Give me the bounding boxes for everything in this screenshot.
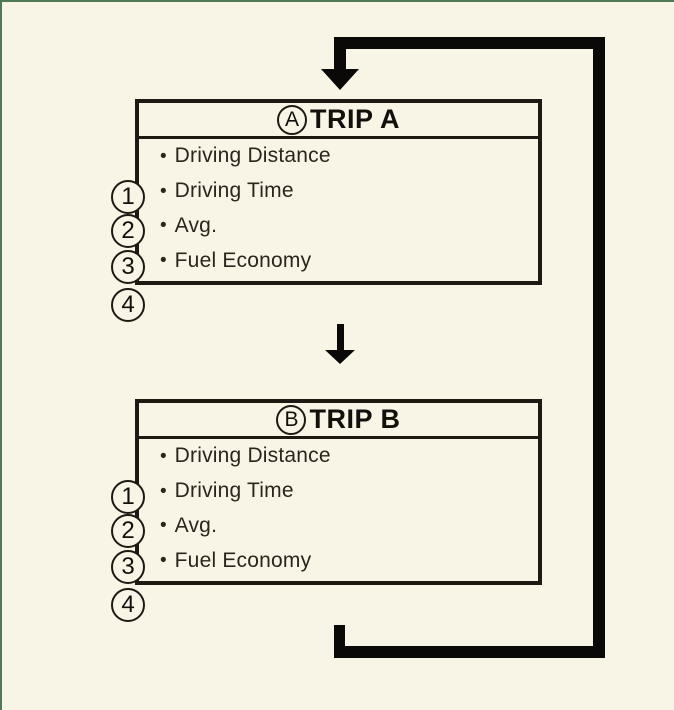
item-number-badge: 2 (111, 214, 145, 248)
list-item: • Fuel Economy (139, 243, 538, 278)
item-label: Fuel Economy (174, 248, 312, 272)
loop-arrow-top-segment (334, 37, 605, 49)
bullet-icon: • (160, 145, 167, 167)
bullet-icon: • (160, 445, 167, 467)
trip-b-title: TRIP B (309, 404, 401, 434)
list-item: • Driving Time (139, 474, 538, 509)
item-number-badge: 4 (111, 588, 145, 622)
bullet-icon: • (160, 480, 167, 502)
mid-down-arrowhead-icon (325, 350, 355, 364)
item-label: Driving Distance (174, 444, 331, 468)
loop-arrow-shaft (334, 37, 346, 70)
loop-arrow-right-segment (593, 37, 605, 657)
bullet-icon: • (160, 250, 167, 272)
loop-arrow-bottom-segment (334, 646, 605, 658)
list-item: • Avg. (139, 509, 538, 544)
item-label: Driving Time (174, 479, 294, 503)
circled-letter-badge: A (276, 104, 307, 135)
list-item: • Driving Time (139, 174, 538, 209)
trip-a-title: TRIP A (309, 104, 400, 134)
circled-letter-badge: B (276, 404, 307, 435)
item-number-badge: 4 (111, 288, 145, 322)
item-label: Fuel Economy (174, 548, 312, 572)
item-label: Avg. (174, 213, 218, 237)
item-number-badge: 3 (111, 550, 145, 584)
list-item: • Avg. (139, 209, 538, 244)
bullet-icon: • (160, 550, 167, 572)
loop-arrow-start-stub (334, 625, 345, 649)
item-number-badge: 2 (111, 514, 145, 548)
mid-arrow-shaft (337, 324, 344, 351)
down-arrowhead-icon (321, 69, 359, 90)
item-number-badge: 3 (111, 250, 145, 284)
trip-a-box: A TRIP A 1 2 3 4 • Driving Distance • Dr… (111, 99, 542, 322)
item-number-badge: 1 (111, 480, 145, 514)
bullet-icon: • (160, 180, 167, 202)
trip-b-item-list: 1 2 3 4 • Driving Distance • Driving Tim… (111, 439, 538, 622)
item-label: Driving Distance (174, 144, 331, 168)
item-label: Driving Time (174, 179, 294, 203)
bullet-icon: • (160, 515, 167, 537)
item-number-badge: 1 (111, 180, 145, 214)
list-item: • Driving Distance (139, 439, 538, 474)
bullet-icon: • (160, 215, 167, 237)
trip-b-box: B TRIP B 1 2 3 4 • Driving Distance • Dr… (111, 399, 542, 622)
item-label: Avg. (174, 513, 218, 537)
list-item: • Fuel Economy (139, 543, 538, 578)
trip-b-header: B TRIP B (139, 403, 538, 439)
trip-a-header: A TRIP A (139, 103, 538, 139)
list-item: • Driving Distance (139, 139, 538, 174)
trip-a-item-list: 1 2 3 4 • Driving Distance • Driving Tim… (111, 139, 538, 322)
